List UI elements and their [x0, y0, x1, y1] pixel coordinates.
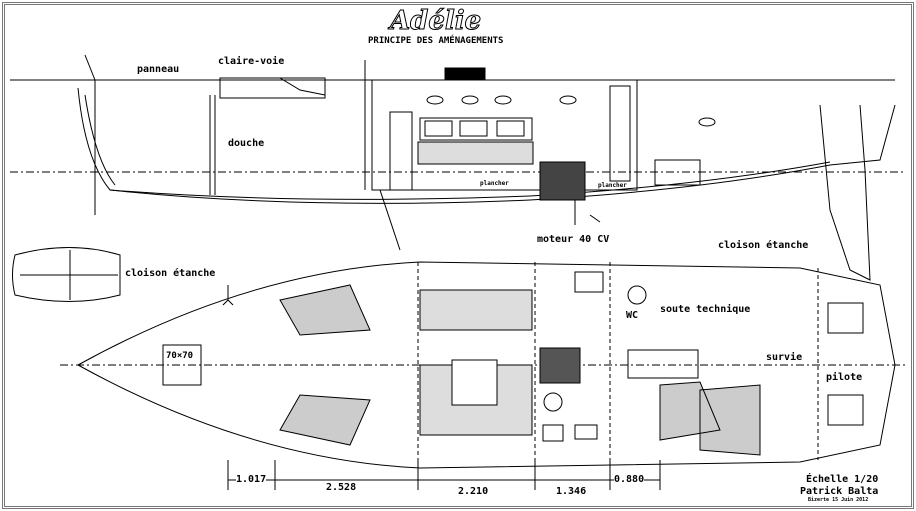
drawing-subtitle: PRINCIPE DES AMÉNAGEMENTS — [368, 36, 504, 46]
dimension-lines — [222, 285, 661, 490]
label-hatch-size: 70×70 — [166, 351, 194, 361]
label-plancher-1: plancher — [480, 180, 509, 187]
label-wc: WC — [626, 310, 639, 321]
label-survie: survie — [766, 352, 803, 363]
label-plancher-2: plancher — [598, 182, 627, 189]
label-moteur: moteur 40 CV — [537, 234, 610, 245]
side-profile — [10, 54, 905, 281]
label-claire-voie: claire-voie — [218, 56, 285, 67]
author-label: Patrick Balta — [800, 486, 879, 497]
drawing-title: Adélie — [389, 6, 482, 37]
place-date-label: Bizerte 15 Juin 2012 — [808, 497, 869, 503]
dimension-1: 1.017 — [236, 474, 267, 485]
label-pilote: pilote — [826, 372, 863, 383]
dimension-2: 2.528 — [326, 482, 357, 493]
label-cloison-etanche-aft: cloison étanche — [718, 240, 809, 251]
deck-plan — [60, 261, 905, 469]
label-panneau: panneau — [137, 64, 180, 75]
dimension-4: 1.346 — [556, 486, 587, 497]
label-cloison-etanche-fwd: cloison étanche — [125, 268, 216, 279]
dimension-5: 0.880 — [614, 474, 645, 485]
dinghy-plan — [12, 247, 121, 302]
dimension-3: 2.210 — [458, 486, 489, 497]
label-soute-technique: soute technique — [660, 304, 751, 315]
scale-label: Échelle 1/20 — [806, 474, 879, 485]
label-douche: douche — [228, 138, 265, 149]
